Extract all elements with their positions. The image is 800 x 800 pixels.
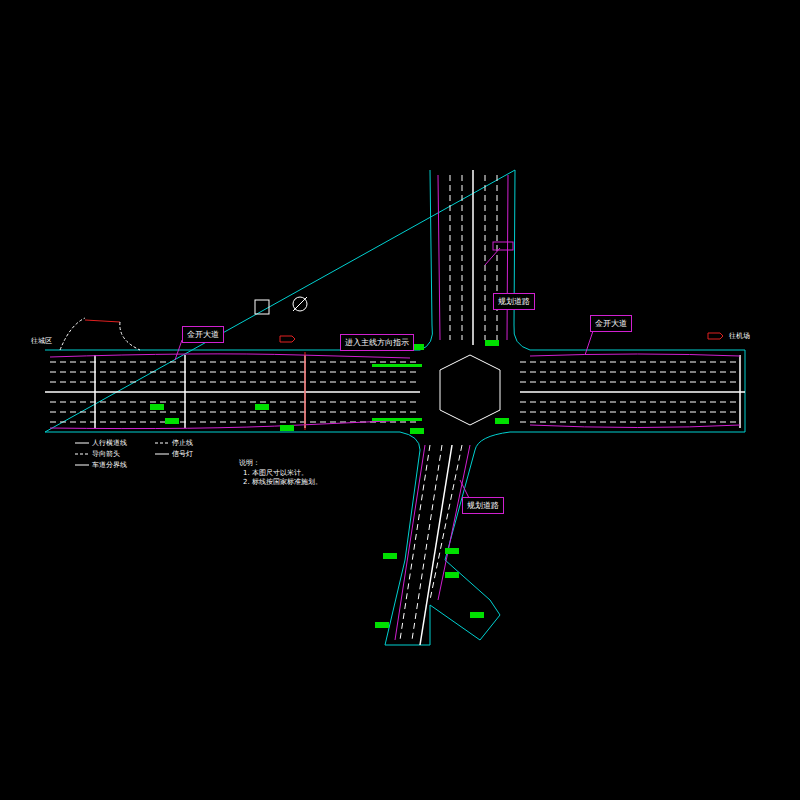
legend-text: 信号灯 [172,449,193,459]
road-name: 金开大道 [187,330,219,339]
road-name: 进入主线方向指示 [345,338,409,347]
direction-label: 往机场 [728,331,751,341]
road-name-box: 金开大道 [590,315,632,332]
legend-row: 人行横道线 [75,438,127,448]
road-name-box: 进入主线方向指示 [340,334,414,351]
road-name-box: 规划道路 [493,293,535,310]
direction-label: 往城区 [30,336,53,346]
note-text: 2. 标线按国家标准施划。 [242,477,323,487]
note-text: 说明： [238,458,261,468]
legend-sample [155,451,169,457]
legend-sample [75,462,89,468]
legend-text: 人行横道线 [92,438,127,448]
legend-text: 车道分界线 [92,460,127,470]
road-name-box: 规划道路 [462,497,504,514]
legend-row: 车道分界线 [75,460,127,470]
road-name: 金开大道 [595,319,627,328]
legend-row: 停止线 [155,438,193,448]
road-name: 规划道路 [498,297,530,306]
legend-row: 导向箭头 [75,449,120,459]
legend-sample [75,451,89,457]
legend-text: 停止线 [172,438,193,448]
legend-sample [155,440,169,446]
legend-text: 导向箭头 [92,449,120,459]
legend-sample [75,440,89,446]
legend-row: 信号灯 [155,449,193,459]
road-name-box: 金开大道 [182,326,224,343]
road-name: 规划道路 [467,501,499,510]
